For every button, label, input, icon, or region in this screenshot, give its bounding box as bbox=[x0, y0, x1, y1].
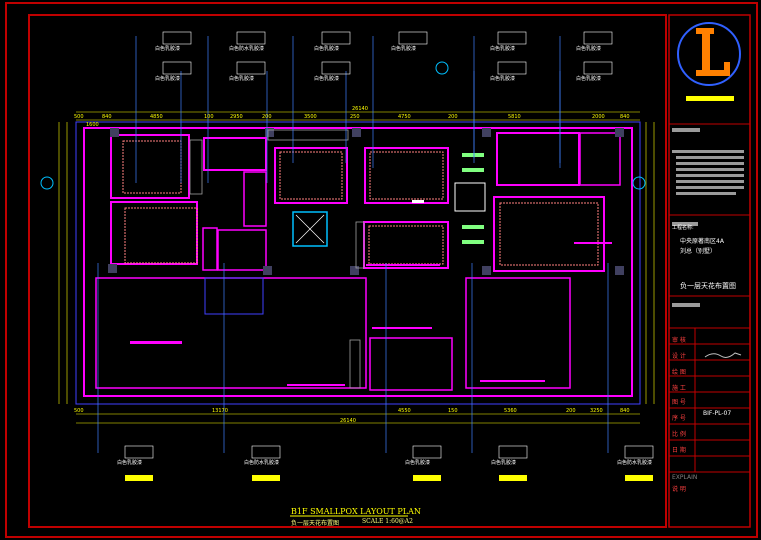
material-code-box bbox=[412, 445, 442, 459]
dimension-label: 100 bbox=[204, 114, 214, 120]
dimension-label: 4850 bbox=[150, 114, 163, 120]
material-code-box bbox=[497, 61, 527, 75]
dimension-label: 13170 bbox=[212, 408, 228, 414]
material-tag: 白色乳胶漆 bbox=[314, 76, 340, 82]
drawing-scale: SCALE 1:60@A2 bbox=[362, 518, 413, 525]
dimension-label: 2950 bbox=[230, 114, 243, 120]
drawing-name: 负一层天花布置图 bbox=[680, 282, 736, 290]
company-logo bbox=[677, 22, 741, 101]
project-name-2: 刘总（别墅） bbox=[680, 248, 717, 255]
material-code-box bbox=[321, 31, 351, 45]
material-code-box bbox=[497, 31, 527, 45]
material-code-box bbox=[236, 31, 266, 45]
material-code-box bbox=[162, 31, 192, 45]
bottom-overall-dim: 26140 bbox=[340, 418, 356, 424]
material-code-highlight bbox=[125, 475, 153, 481]
title-block-row-label: 绘 图 bbox=[672, 369, 686, 376]
material-tag: 白色乳胶漆 bbox=[391, 46, 417, 52]
material-tag: 白色防水乳胶漆 bbox=[617, 460, 653, 466]
dimension-label: 2000 bbox=[592, 114, 605, 120]
title-block-placeholders bbox=[672, 128, 744, 307]
title-block-row-label: 设 计 bbox=[672, 353, 686, 360]
material-tag: 白色乳胶漆 bbox=[490, 76, 516, 82]
title-block-row-label: 序 号 bbox=[672, 415, 686, 422]
material-code-box bbox=[124, 445, 154, 459]
material-code-highlight bbox=[413, 475, 441, 481]
dimension-label: 150 bbox=[448, 408, 458, 414]
material-code-box bbox=[321, 61, 351, 75]
material-tag: 白色乳胶漆 bbox=[314, 46, 340, 52]
leader-lines bbox=[97, 36, 609, 453]
dimension-label: 500 bbox=[74, 114, 84, 120]
dimension-label: 200 bbox=[448, 114, 458, 120]
drawing-number: BIF-PL-07 bbox=[703, 410, 732, 417]
explain-label-en: EXPLAIN bbox=[672, 474, 698, 481]
dimension-label: 840 bbox=[620, 408, 630, 414]
dimension-label: 5810 bbox=[508, 114, 521, 120]
material-tag: 白色乳胶漆 bbox=[491, 460, 517, 466]
material-code-box bbox=[498, 445, 528, 459]
material-tag: 白色乳胶漆 bbox=[490, 46, 516, 52]
signature bbox=[704, 352, 742, 358]
dimension-label: 4750 bbox=[398, 114, 411, 120]
dimension-label: 840 bbox=[620, 114, 630, 120]
material-code-box bbox=[583, 31, 613, 45]
dimension-label: 250 bbox=[350, 114, 360, 120]
dimension-lines bbox=[58, 111, 655, 424]
material-code-box bbox=[251, 445, 281, 459]
material-tag: 白色乳胶漆 bbox=[229, 76, 255, 82]
title-block-row-label: 图 号 bbox=[672, 399, 686, 406]
dimension-label: 3250 bbox=[590, 408, 603, 414]
material-code-box bbox=[583, 61, 613, 75]
material-tag: 白色乳胶漆 bbox=[576, 46, 602, 52]
project-name-1: 中央原著南区4A bbox=[680, 238, 724, 245]
title-block-row-label: 审 核 bbox=[672, 337, 686, 344]
axis-markers bbox=[40, 61, 646, 190]
floor-plan bbox=[75, 121, 641, 405]
dimension-label: 5360 bbox=[504, 408, 517, 414]
material-code-box bbox=[624, 445, 654, 459]
material-tag: 白色乳胶漆 bbox=[155, 46, 181, 52]
material-tag: 白色防水乳胶漆 bbox=[244, 460, 280, 466]
title-block-row-label: 比 例 bbox=[672, 431, 686, 438]
dimension-label: 3500 bbox=[304, 114, 317, 120]
dimension-label: 500 bbox=[74, 408, 84, 414]
material-tag: 白色乳胶漆 bbox=[117, 460, 143, 466]
dimension-label: 840 bbox=[102, 114, 112, 120]
project-label: 工程名称: bbox=[672, 225, 694, 231]
dimension-label: 200 bbox=[566, 408, 576, 414]
explain-label-cn: 说 明 bbox=[672, 486, 686, 493]
drawing-title-en: B1F SMALLPOX LAYOUT PLAN bbox=[291, 507, 421, 516]
material-tag: 白色防水乳胶漆 bbox=[229, 46, 265, 52]
title-block-row-label: 日 期 bbox=[672, 447, 686, 454]
material-code-highlight bbox=[499, 475, 527, 481]
material-code-box bbox=[162, 61, 192, 75]
material-code-highlight bbox=[252, 475, 280, 481]
material-code-box bbox=[398, 31, 428, 45]
material-tag: 白色乳胶漆 bbox=[405, 460, 431, 466]
title-block-lines bbox=[669, 123, 750, 473]
dimension-label: 4550 bbox=[398, 408, 411, 414]
dimension-label: 200 bbox=[262, 114, 272, 120]
drawing-frame bbox=[28, 14, 667, 528]
material-tag: 白色乳胶漆 bbox=[576, 76, 602, 82]
drawing-title-cn: 负一层天花布置图 bbox=[291, 520, 340, 527]
overall-width-dim: 26140 bbox=[352, 106, 368, 112]
outer-border bbox=[5, 2, 758, 538]
material-code-box bbox=[236, 61, 266, 75]
title-block-row-label: 施 工 bbox=[672, 385, 686, 392]
inner-dim: 1600 bbox=[86, 122, 99, 128]
material-code-highlight bbox=[625, 475, 653, 481]
title-block-frame bbox=[668, 14, 751, 528]
material-tag: 白色乳胶漆 bbox=[155, 76, 181, 82]
